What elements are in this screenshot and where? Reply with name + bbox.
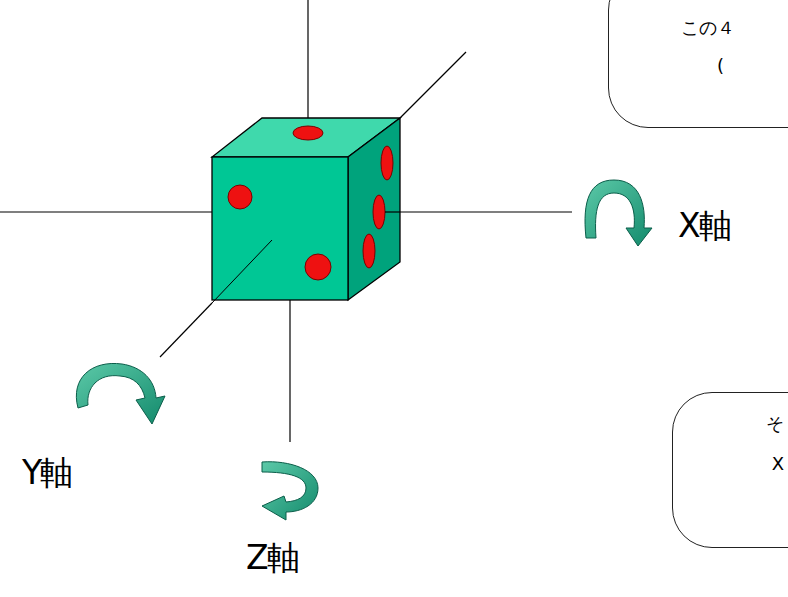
rotation-arrows — [76, 180, 652, 520]
callout-box: この４ ( — [608, 0, 788, 128]
axis-label: Z軸 — [246, 540, 298, 576]
dice-pips — [228, 126, 393, 280]
callout-text: ( — [717, 55, 724, 77]
callout-text: この４ — [681, 17, 735, 39]
axis-label: Y軸 — [22, 455, 71, 491]
y-axis-inner — [212, 240, 272, 303]
axis-label: X軸 — [678, 208, 730, 244]
axis-lines — [0, 0, 572, 442]
callout-text: X — [772, 453, 784, 475]
callout-box: そX — [672, 392, 788, 548]
callout-text: そ — [766, 413, 784, 435]
